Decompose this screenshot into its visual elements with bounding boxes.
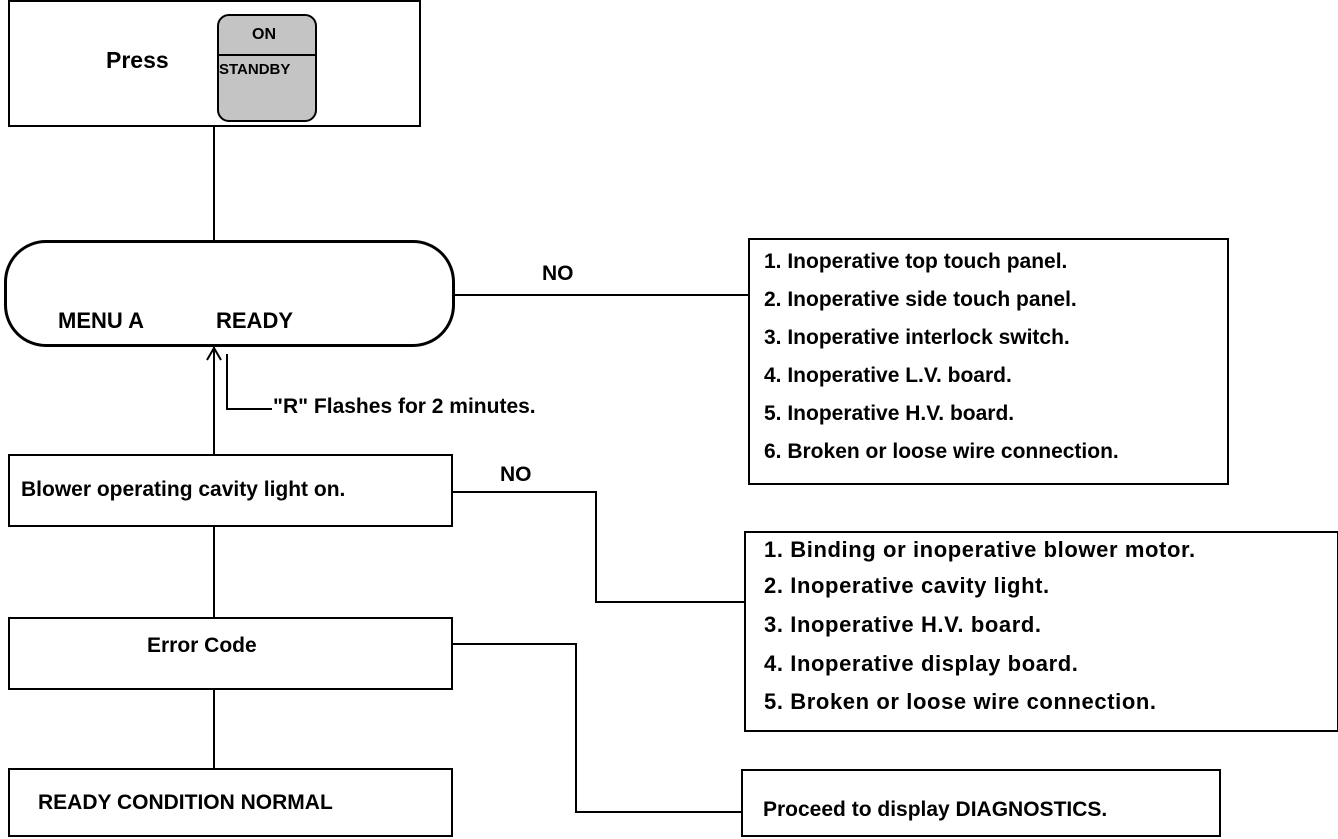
ready-condition-label: READY CONDITION NORMAL xyxy=(38,791,333,814)
no-label-1: NO xyxy=(542,262,574,285)
error-code-box: Error Code xyxy=(8,617,453,690)
display-menu-a: MENU A xyxy=(58,308,144,333)
connector-blower-no-v xyxy=(595,491,597,603)
list-item: 3. Inoperative interlock switch. xyxy=(764,326,1070,349)
connector-error-h2 xyxy=(575,811,742,813)
on-standby-key: ON STANDBY xyxy=(217,14,317,122)
blower-label: Blower operating cavity light on. xyxy=(21,478,346,501)
connector-error-ready xyxy=(213,690,215,770)
press-label: Press xyxy=(106,47,169,73)
key-divider xyxy=(219,54,315,56)
fault-list-1: 1. Inoperative top touch panel. 2. Inope… xyxy=(748,238,1229,485)
connector-start-display xyxy=(213,127,215,243)
list-item: 4. Inoperative display board. xyxy=(764,651,1079,676)
display-panel: MENU A READY xyxy=(4,240,455,347)
key-standby-label: STANDBY xyxy=(219,61,291,78)
list-item: 2. Inoperative cavity light. xyxy=(764,573,1050,598)
connector-display-list1 xyxy=(455,294,749,296)
diagnostics-box: Proceed to display DIAGNOSTICS. xyxy=(741,769,1221,837)
list-item: 4. Inoperative L.V. board. xyxy=(764,364,1012,387)
display-ready: READY xyxy=(216,308,294,333)
list-item: 5. Broken or loose wire connection. xyxy=(764,689,1157,714)
error-code-label: Error Code xyxy=(147,634,257,657)
list-item: 5. Inoperative H.V. board. xyxy=(764,402,1015,425)
list-item: 1. Binding or inoperative blower motor. xyxy=(764,537,1196,562)
flash-bracket-vertical xyxy=(226,354,228,410)
flash-note: "R" Flashes for 2 minutes. xyxy=(273,395,536,418)
list-item: 6. Broken or loose wire connection. xyxy=(764,440,1119,463)
diagnostics-label: Proceed to display DIAGNOSTICS. xyxy=(763,798,1108,821)
connector-blower-error xyxy=(213,527,215,619)
blower-box: Blower operating cavity light on. xyxy=(8,454,453,527)
list-item: 1. Inoperative top touch panel. xyxy=(764,250,1068,273)
flash-bracket-horizontal xyxy=(226,408,272,410)
arrow-up-icon xyxy=(206,346,222,361)
connector-blower-display xyxy=(213,347,215,455)
connector-blower-no-h2 xyxy=(595,601,745,603)
connector-blower-no-h1 xyxy=(453,491,597,493)
no-label-2: NO xyxy=(500,463,532,486)
list-item: 2. Inoperative side touch panel. xyxy=(764,288,1077,311)
connector-error-v xyxy=(575,643,577,813)
key-on-label: ON xyxy=(252,26,276,43)
start-box: Press ON STANDBY xyxy=(8,0,421,127)
list-item: 3. Inoperative H.V. board. xyxy=(764,612,1042,637)
ready-condition-box: READY CONDITION NORMAL xyxy=(8,768,453,837)
connector-error-h1 xyxy=(453,643,577,645)
fault-list-2: 1. Binding or inoperative blower motor. … xyxy=(744,531,1338,732)
